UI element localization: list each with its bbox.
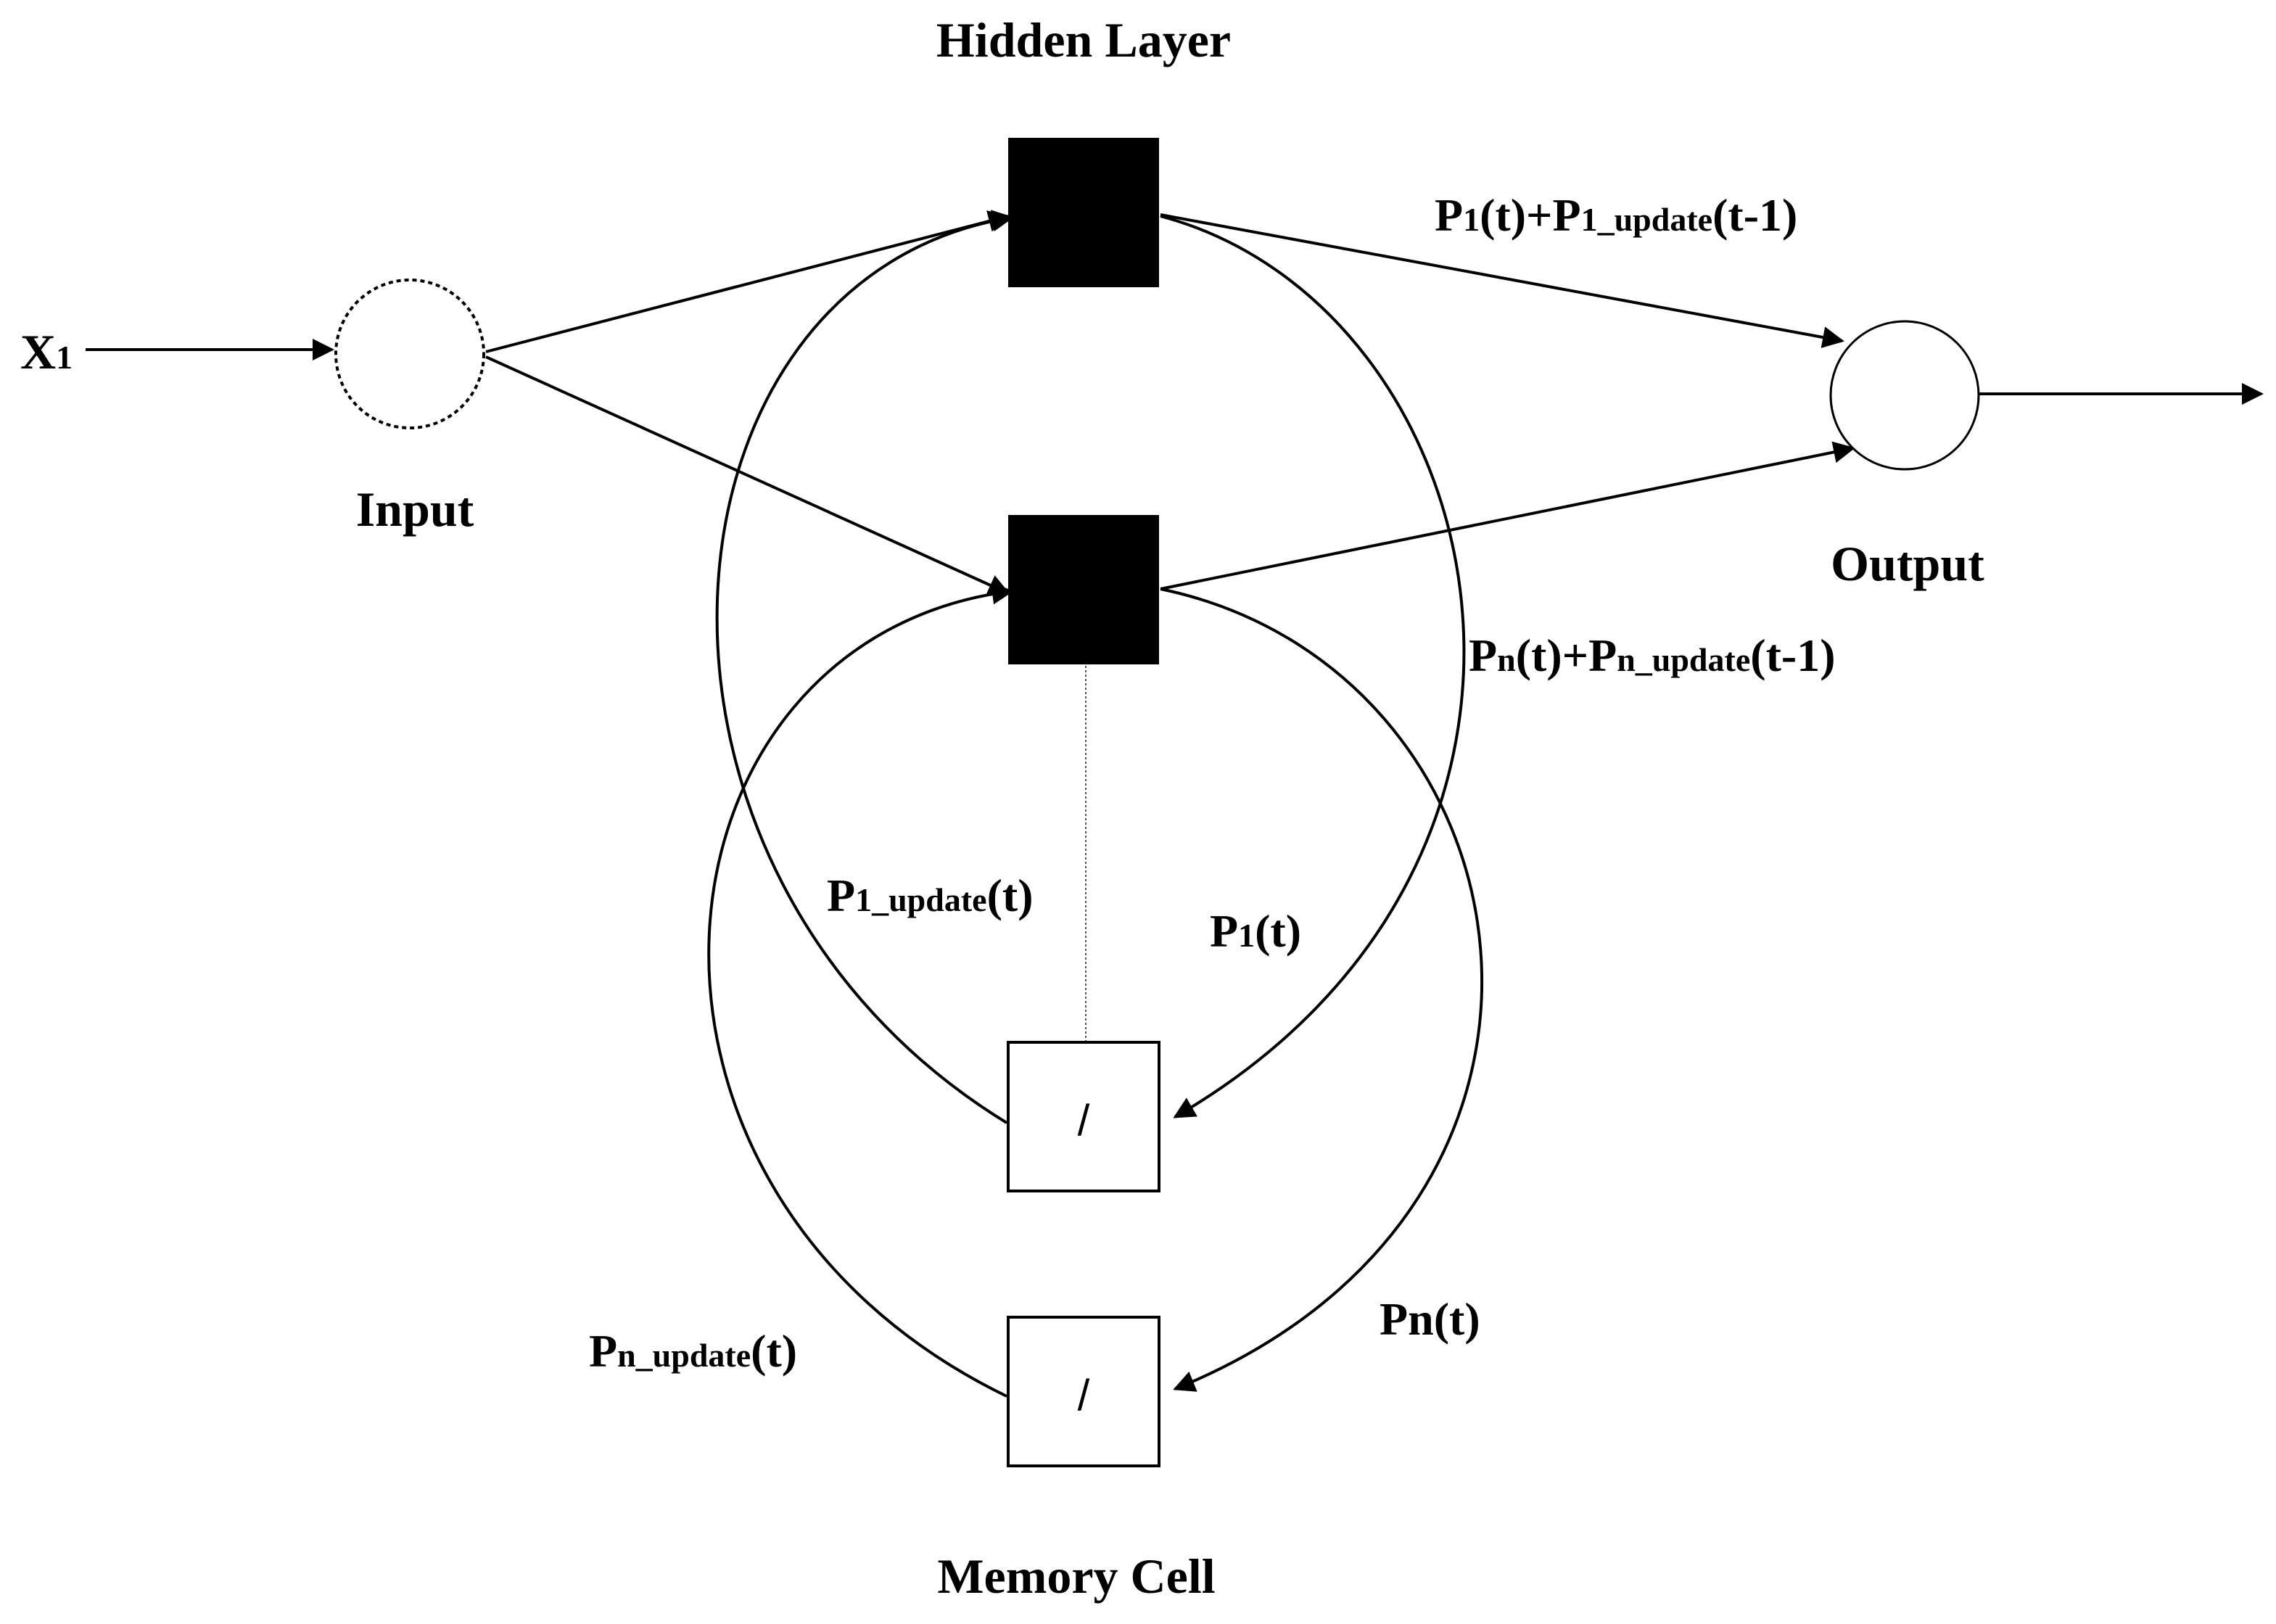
loop-pn (707, 582, 1014, 1398)
memory-cell-n-symbol: / (1078, 1371, 1090, 1419)
output-label: Output (1831, 536, 1984, 591)
memory-cell-label: Memory Cell (937, 1549, 1215, 1604)
input-label: Input (356, 482, 474, 537)
hidden-unit-1 (1008, 138, 1159, 287)
pn-label: Pn(t) (1380, 1293, 1480, 1345)
p1-update-label: P1_update(t) (827, 870, 1034, 921)
input-node (334, 279, 485, 429)
hidden-unit-n (1008, 515, 1159, 664)
edge-hidden2-output (1160, 441, 1855, 590)
output-node (1829, 320, 1980, 471)
x1-label: X1 (20, 324, 73, 379)
edge-hidden1-output (1160, 213, 1844, 348)
edge-input-hidden2 (485, 355, 1010, 595)
hidden-layer-label: Hidden Layer (936, 12, 1231, 67)
loop-pn-return (1160, 588, 1484, 1392)
memory-cell-1-symbol: / (1078, 1096, 1090, 1145)
edge-input-hidden1 (485, 210, 1010, 353)
memory-cell-n (1007, 1316, 1160, 1467)
loop-p1 (715, 210, 1014, 1124)
pn-update-label: Pn_update(t) (589, 1325, 797, 1377)
p1-sum-label: P1(t)+P1_update(t-1) (1435, 189, 1797, 241)
memory-cell-1 (1007, 1041, 1160, 1192)
p1-label: P1(t) (1210, 905, 1301, 957)
loop-p1-return (1160, 215, 1466, 1118)
pn-sum-label: Pn(t)+Pn_update(t-1) (1469, 630, 1836, 681)
